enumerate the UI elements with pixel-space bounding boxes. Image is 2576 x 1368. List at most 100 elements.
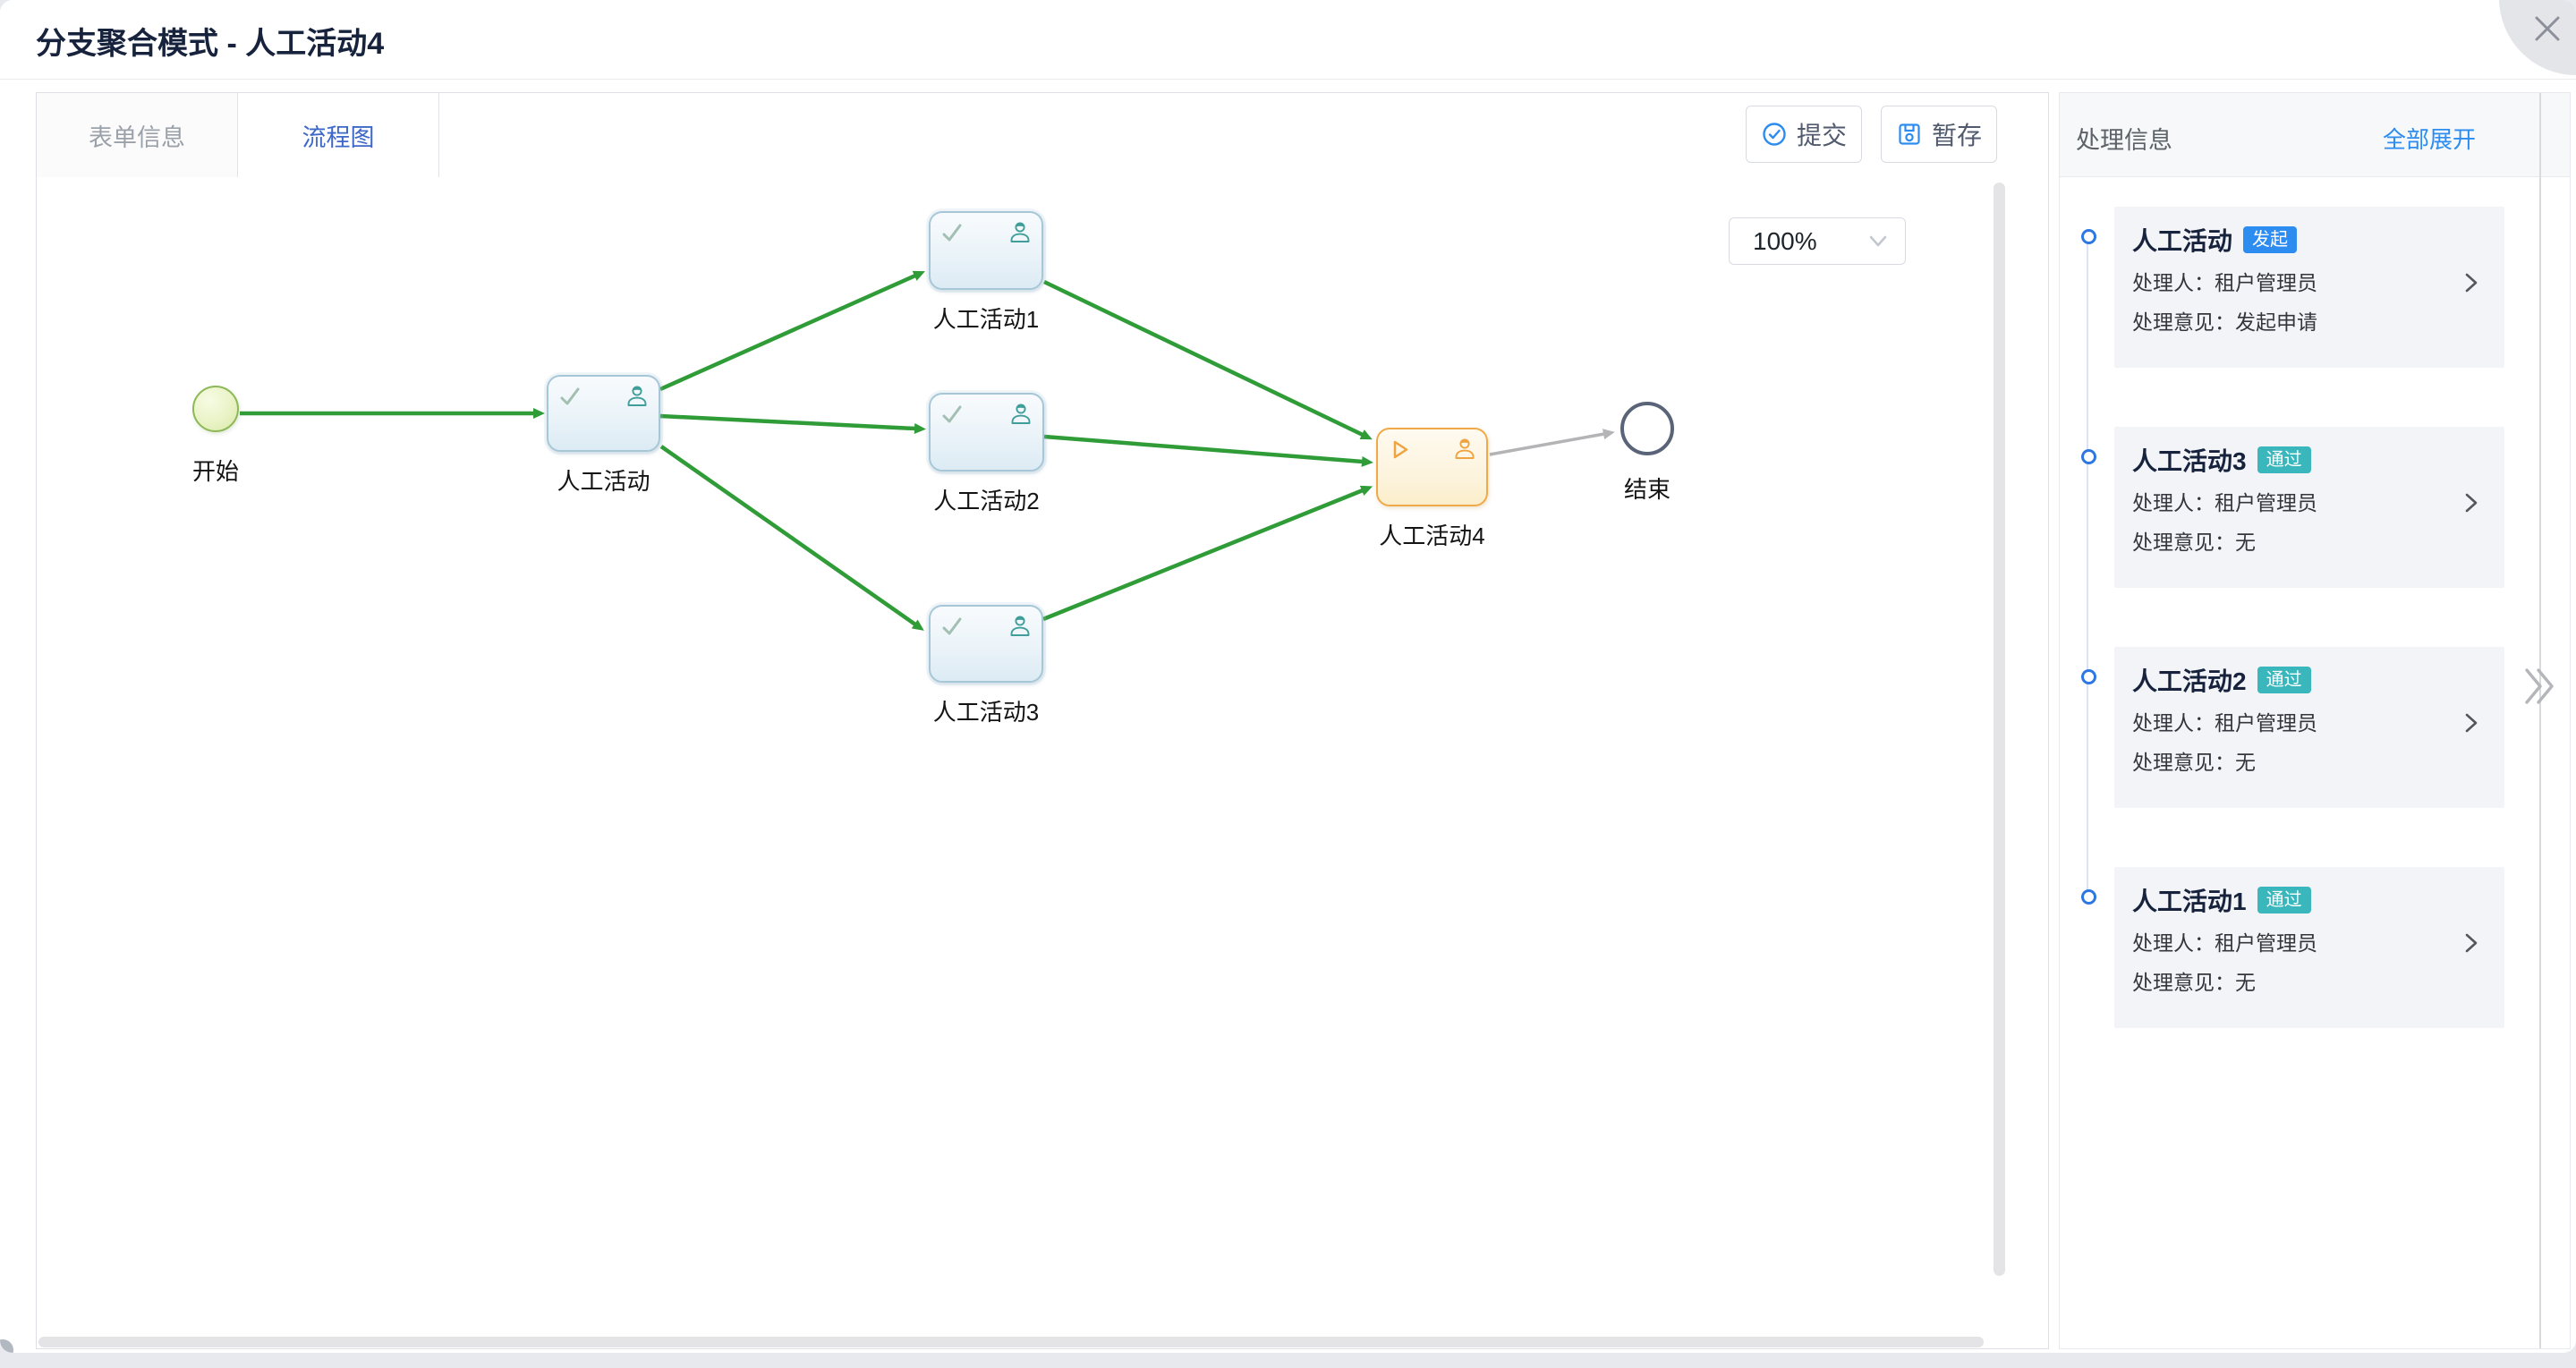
double-chevron-right-icon	[2525, 668, 2554, 704]
opinion-label: 处理意见：	[2132, 531, 2235, 554]
flow-node-label-end: 结束	[1623, 476, 1671, 503]
status-badge: 通过	[2257, 446, 2311, 473]
flow-node-end[interactable]	[1620, 402, 1674, 455]
expand-all-link[interactable]: 全部展开	[2382, 126, 2476, 153]
process-card-header: 人工活动2 通过	[2132, 663, 2487, 697]
opinion-label: 处理意见：	[2132, 310, 2235, 334]
timeline-line	[2087, 235, 2088, 897]
play-icon	[1393, 440, 1408, 459]
flow-node-label-start: 开始	[191, 458, 240, 485]
flow-node-a2[interactable]	[929, 393, 1044, 472]
handler-value: 租户管理员	[2215, 931, 2317, 955]
handler-label: 处理人：	[2132, 271, 2215, 294]
zoom-level-select[interactable]: 100%	[1729, 217, 1906, 265]
process-timeline-item: 人工活动1 通过 处理人：租户管理员 处理意见：无	[2060, 867, 2570, 1028]
handler-label: 处理人：	[2132, 931, 2215, 955]
flow-node-label-a4: 人工活动4	[1379, 523, 1485, 549]
chevron-right-icon[interactable]	[2463, 932, 2479, 954]
opinion-row: 处理意见：无	[2132, 529, 2487, 556]
handler-label: 处理人：	[2132, 491, 2215, 514]
chevron-right-icon[interactable]	[2463, 712, 2479, 734]
page-title: 分支聚合模式 - 人工活动4	[36, 27, 385, 61]
dialog-header: 分支聚合模式 - 人工活动4	[0, 0, 2576, 80]
timeline-dot	[2081, 669, 2096, 684]
process-info-panel: 处理信息 全部展开 人工活动 发起 处理人：租户管理员 处理意见：发起申请	[2059, 92, 2571, 1349]
status-badge: 发起	[2243, 226, 2298, 253]
tab-flow-diagram[interactable]: 流程图	[238, 93, 439, 177]
submit-button[interactable]: 提交	[1746, 106, 1862, 163]
handler-row: 处理人：租户管理员	[2132, 489, 2487, 516]
person-icon	[1010, 222, 1030, 242]
timeline-dot	[2081, 889, 2096, 905]
activity-name: 人工活动1	[2132, 888, 2247, 915]
check-icon	[942, 617, 962, 635]
flow-edge-a0-a2	[659, 413, 926, 434]
chevron-down-icon	[1869, 235, 1887, 246]
flow-canvas[interactable]: 100% 开始 人工活动 人工活动1 人工活动2 人工活动3 人工活动4 结束	[37, 177, 2048, 1348]
floppy-disk-icon	[1899, 123, 1920, 145]
flow-edge-a0-a3	[659, 445, 924, 631]
process-card: 人工活动 发起 处理人：租户管理员 处理意见：发起申请	[2114, 207, 2504, 368]
flow-edge-a1-a4	[1043, 279, 1373, 440]
flow-node-a1[interactable]	[929, 211, 1043, 290]
close-icon	[2535, 16, 2560, 41]
activity-name: 人工活动3	[2132, 447, 2247, 475]
panel-divider	[2539, 93, 2541, 1348]
horizontal-scrollbar[interactable]	[38, 1337, 1984, 1347]
opinion-row: 处理意见：无	[2132, 749, 2487, 776]
flow-diagram-panel: 表单信息 流程图 提交 暂存	[36, 92, 2049, 1349]
flow-node-a4[interactable]	[1376, 428, 1488, 506]
flow-node-a0[interactable]	[547, 375, 660, 452]
person-icon	[627, 386, 647, 406]
chevron-right-icon[interactable]	[2463, 272, 2479, 293]
chevron-right-icon[interactable]	[2463, 492, 2479, 514]
flow-node-label-a0: 人工活动	[557, 468, 650, 495]
circle-check-icon	[1763, 123, 1786, 146]
process-card-header: 人工活动 发起	[2132, 223, 2487, 257]
opinion-value: 无	[2235, 971, 2256, 994]
save-draft-button[interactable]: 暂存	[1881, 106, 1997, 163]
activity-name: 人工活动2	[2132, 667, 2247, 695]
vertical-scrollbar[interactable]	[1994, 183, 2005, 1276]
process-timeline-item: 人工活动2 通过 处理人：租户管理员 处理意见：无	[2060, 647, 2570, 808]
tab-form-info[interactable]: 表单信息	[37, 93, 238, 177]
handler-value: 租户管理员	[2215, 271, 2317, 294]
opinion-value: 无	[2235, 751, 2256, 774]
action-toolbar: 提交 暂存	[1746, 106, 1997, 163]
zoom-level-value: 100%	[1753, 226, 1817, 255]
handler-row: 处理人：租户管理员	[2132, 709, 2487, 736]
timeline-dot	[2081, 229, 2096, 244]
check-icon	[942, 405, 962, 423]
process-card: 人工活动1 通过 处理人：租户管理员 处理意见：无	[2114, 867, 2504, 1028]
handler-value: 租户管理员	[2215, 711, 2317, 735]
person-icon	[1011, 404, 1031, 424]
opinion-label: 处理意见：	[2132, 971, 2235, 994]
flow-edge-a0-a1	[659, 270, 925, 392]
opinion-row: 处理意见：无	[2132, 969, 2487, 996]
flow-node-label-a3: 人工活动3	[932, 699, 1040, 726]
tab-bar: 表单信息 流程图 提交 暂存	[37, 93, 2048, 178]
flow-node-a3[interactable]	[929, 605, 1043, 683]
close-button[interactable]	[2494, 0, 2576, 77]
timeline: 人工活动 发起 处理人：租户管理员 处理意见：发起申请 人工活动3 通过 处理人…	[2060, 177, 2570, 1161]
flow-node-start[interactable]	[192, 386, 239, 432]
flow-node-label-a1: 人工活动1	[932, 306, 1040, 333]
status-badge: 通过	[2257, 887, 2311, 913]
flow-node-label-a2: 人工活动2	[933, 488, 1040, 514]
opinion-row: 处理意见：发起申请	[2132, 309, 2487, 336]
handler-row: 处理人：租户管理员	[2132, 269, 2487, 296]
opinion-label: 处理意见：	[2132, 751, 2235, 774]
opinion-value: 发起申请	[2235, 310, 2317, 334]
collapse-panel-button[interactable]	[2522, 664, 2556, 709]
process-card: 人工活动3 通过 处理人：租户管理员 处理意见：无	[2114, 427, 2504, 588]
timeline-dot	[2081, 449, 2096, 464]
flow-edges	[240, 270, 1615, 631]
person-icon	[1455, 438, 1475, 459]
process-timeline-item: 人工活动3 通过 处理人：租户管理员 处理意见：无	[2060, 427, 2570, 588]
page-corner-decoration	[0, 1339, 13, 1353]
status-badge: 通过	[2257, 667, 2311, 693]
submit-button-label: 提交	[1796, 122, 1847, 149]
process-card-header: 人工活动3 通过	[2132, 443, 2487, 477]
flow-edge-a2-a4	[1043, 434, 1373, 467]
